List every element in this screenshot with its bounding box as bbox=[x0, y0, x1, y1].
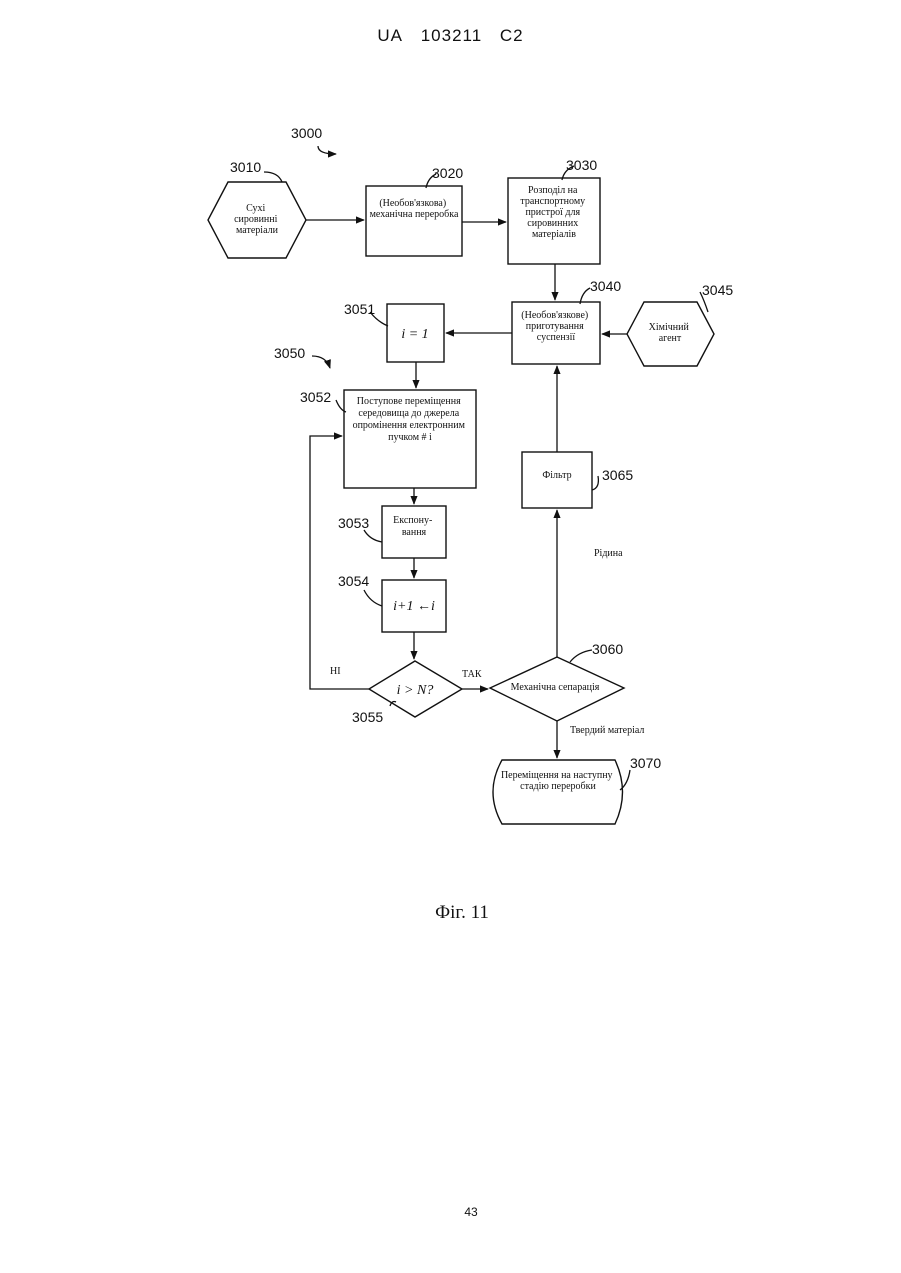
next-stage-label: Переміщення на наступну стадію переробки bbox=[501, 770, 615, 792]
edge-label-no: НІ bbox=[330, 666, 341, 677]
ref-3053: 3053 bbox=[338, 515, 369, 531]
ref-3054: 3054 bbox=[338, 573, 369, 589]
exposure-label: Експону- вання bbox=[393, 515, 435, 538]
ref-3045: 3045 bbox=[702, 282, 733, 298]
page-number: 43 bbox=[464, 1205, 478, 1219]
filter-label: Фільтр bbox=[542, 470, 571, 481]
figure-caption: Фіг. 11 bbox=[435, 902, 489, 923]
distribution-label: Розподіл на транспортному пристрої для с… bbox=[520, 185, 587, 240]
leader-3054 bbox=[364, 590, 382, 606]
edge-label-solid: Твердий матеріал bbox=[570, 725, 644, 736]
ref-3070: 3070 bbox=[630, 755, 661, 771]
leader-3010 bbox=[264, 172, 282, 182]
ref-3020: 3020 bbox=[432, 165, 463, 181]
arrow-loop-no bbox=[310, 436, 369, 689]
leader-3053 bbox=[364, 530, 382, 542]
ref-3060: 3060 bbox=[592, 641, 623, 657]
ref-3052: 3052 bbox=[300, 389, 331, 405]
suspension-label: (Необов'язкове) приготування суспензії bbox=[521, 310, 590, 343]
move-medium-label: Поступове переміщення середовища до джер… bbox=[353, 396, 468, 443]
ref-3030: 3030 bbox=[566, 157, 597, 173]
ref-3051: 3051 bbox=[344, 301, 375, 317]
edge-label-yes: ТАК bbox=[462, 669, 482, 680]
ref-3040: 3040 bbox=[590, 278, 621, 294]
leader-3000 bbox=[318, 146, 336, 154]
ref-3055: 3055 bbox=[352, 709, 383, 725]
decision-label: i > N? bbox=[397, 683, 434, 698]
leader-3060 bbox=[570, 650, 592, 662]
init-label: i = 1 bbox=[401, 327, 428, 342]
ref-3000: 3000 bbox=[291, 125, 322, 141]
leader-3050 bbox=[312, 356, 330, 368]
leader-3065 bbox=[592, 476, 598, 490]
dry-materials-label: Сухі сировинні матеріали bbox=[234, 203, 280, 236]
mech-processing-box bbox=[366, 186, 462, 256]
ref-3010: 3010 bbox=[230, 159, 261, 175]
chem-agent-label: Хімічний агент bbox=[649, 322, 692, 344]
mech-separation-label: Механічна сепарація bbox=[511, 682, 600, 693]
edge-label-liquid: Рідина bbox=[594, 548, 623, 559]
increment-label: i+1 ←i bbox=[393, 599, 435, 614]
ref-3050: 3050 bbox=[274, 345, 305, 361]
mech-processing-label: (Необов'язкова) механічна переробка bbox=[370, 198, 459, 220]
ref-3065: 3065 bbox=[602, 467, 633, 483]
